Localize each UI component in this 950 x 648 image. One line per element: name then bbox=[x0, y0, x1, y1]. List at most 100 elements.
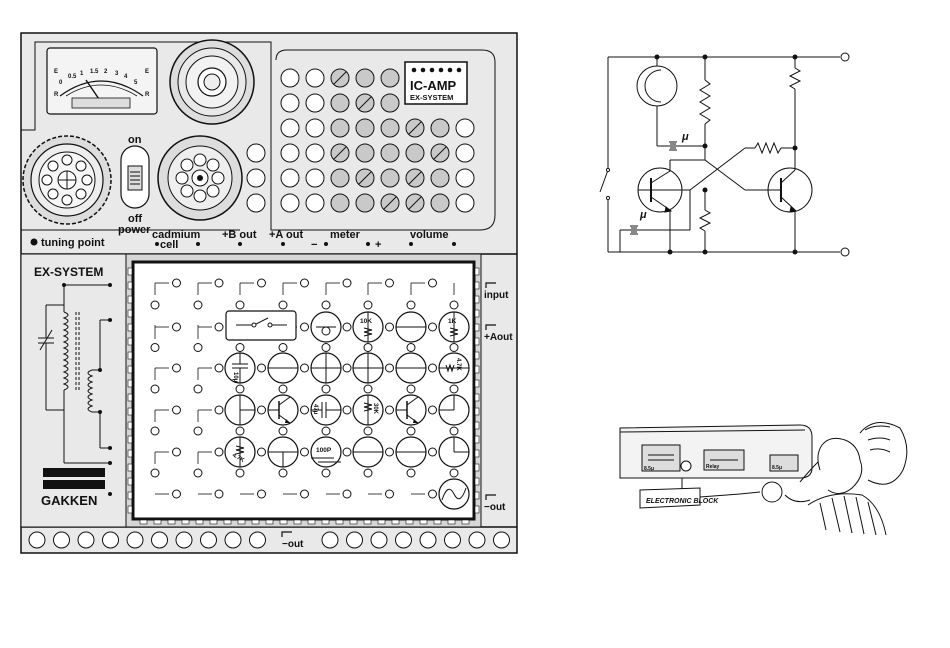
bottom-hole bbox=[29, 532, 45, 548]
board-node bbox=[386, 323, 394, 331]
board-node bbox=[279, 469, 287, 477]
board-node bbox=[173, 490, 181, 498]
side-pin-bottom bbox=[420, 520, 427, 524]
board-node bbox=[301, 490, 309, 498]
panel-hole bbox=[331, 94, 349, 112]
side-pin-left bbox=[128, 450, 132, 457]
side-pin-bottom bbox=[280, 520, 287, 524]
meter-letter-e-left: E bbox=[54, 69, 58, 75]
side-pin-right bbox=[475, 366, 479, 373]
board-node bbox=[215, 448, 223, 456]
gakken-brand-text: GAKKEN bbox=[41, 493, 97, 508]
bottom-hole bbox=[347, 532, 363, 548]
bottom-hole bbox=[201, 532, 217, 548]
side-pin-bottom bbox=[182, 520, 189, 524]
speaker bbox=[170, 40, 254, 124]
resistor-1k-label: 1K bbox=[448, 318, 457, 325]
empty-socket-4 bbox=[353, 437, 383, 467]
side-pin-bottom bbox=[336, 520, 343, 524]
b-out-label: +B out bbox=[222, 229, 257, 241]
empty-socket-2 bbox=[268, 353, 298, 383]
panel-hole bbox=[331, 194, 349, 212]
side-pin-right bbox=[475, 422, 479, 429]
bottom-hole bbox=[176, 532, 192, 548]
panel-hole bbox=[356, 144, 374, 162]
side-pin-left bbox=[128, 380, 132, 387]
side-pin-left bbox=[128, 310, 132, 317]
board-node bbox=[151, 344, 159, 352]
resistor-30k-label: 30K bbox=[372, 403, 378, 415]
board-node bbox=[343, 406, 351, 414]
panel-hole bbox=[281, 144, 299, 162]
electronic-block-label: ELECTRONIC BLOCK bbox=[646, 498, 719, 505]
side-pin-left bbox=[128, 436, 132, 443]
board-node bbox=[215, 323, 223, 331]
empty-socket-3 bbox=[396, 353, 426, 383]
t-socket-1 bbox=[225, 395, 255, 425]
bottom-hole bbox=[322, 532, 338, 548]
board-node bbox=[194, 469, 202, 477]
volume-label: volume bbox=[410, 229, 449, 241]
board-node bbox=[258, 364, 266, 372]
panel-hole bbox=[381, 119, 399, 137]
circuit-schematic bbox=[600, 53, 849, 256]
board-node bbox=[173, 279, 181, 287]
top-pin-dot bbox=[324, 242, 328, 246]
side-pin-bottom bbox=[448, 520, 455, 524]
board-node bbox=[236, 301, 244, 309]
panel-hole bbox=[281, 119, 299, 137]
side-pin-bottom bbox=[322, 520, 329, 524]
panel-hole bbox=[406, 144, 424, 162]
board-node bbox=[364, 427, 372, 435]
transistor-part-1 bbox=[268, 395, 298, 425]
board-node bbox=[343, 279, 351, 287]
side-pin-left bbox=[128, 296, 132, 303]
panel-hole bbox=[456, 144, 474, 162]
bottom-hole bbox=[371, 532, 387, 548]
cell-label: cell bbox=[160, 239, 178, 251]
panel-hole bbox=[306, 94, 324, 112]
empty-socket-5 bbox=[396, 437, 426, 467]
panel-hole bbox=[331, 119, 349, 137]
board-node bbox=[450, 301, 458, 309]
tuning-point-label: tuning point bbox=[41, 237, 105, 249]
meter-letter-r-right: R bbox=[145, 92, 150, 98]
cross-socket-1 bbox=[311, 353, 341, 383]
side-pin-left bbox=[128, 268, 132, 275]
board-node bbox=[429, 490, 437, 498]
board-node bbox=[258, 448, 266, 456]
panel-hole bbox=[306, 194, 324, 212]
side-pin-left bbox=[128, 422, 132, 429]
side-pin-left bbox=[128, 324, 132, 331]
side-pin-right bbox=[475, 478, 479, 485]
ex-system-label: EX-SYSTEM bbox=[34, 265, 103, 279]
side-pin-bottom bbox=[364, 520, 371, 524]
board-node bbox=[322, 427, 330, 435]
board-node bbox=[429, 323, 437, 331]
board-node bbox=[215, 279, 223, 287]
capacitor-100p-label: 100P bbox=[316, 447, 332, 454]
board-node bbox=[215, 364, 223, 372]
side-pin-bottom bbox=[168, 520, 175, 524]
panel-hole bbox=[247, 194, 265, 212]
schematic-mu-bottom: μ bbox=[639, 209, 647, 221]
bottom-hole bbox=[250, 532, 266, 548]
top-pin-dot bbox=[366, 242, 370, 246]
side-pin-bottom bbox=[140, 520, 147, 524]
resistor-1k-part bbox=[439, 312, 469, 342]
corner-socket-2 bbox=[439, 437, 469, 467]
bottom-hole bbox=[225, 532, 241, 548]
bottom-hole bbox=[494, 532, 510, 548]
ic-amp-logo-text: IC-AMP bbox=[410, 78, 457, 93]
bottom-hole bbox=[78, 532, 94, 548]
top-pin-dot bbox=[452, 242, 456, 246]
side-pin-bottom bbox=[224, 520, 231, 524]
board-node bbox=[279, 301, 287, 309]
panel-hole bbox=[281, 69, 299, 87]
board-node bbox=[258, 279, 266, 287]
panel-hole bbox=[381, 69, 399, 87]
board-node bbox=[173, 448, 181, 456]
side-pin-right bbox=[475, 324, 479, 331]
side-pin-bottom bbox=[434, 520, 441, 524]
board-node bbox=[407, 301, 415, 309]
